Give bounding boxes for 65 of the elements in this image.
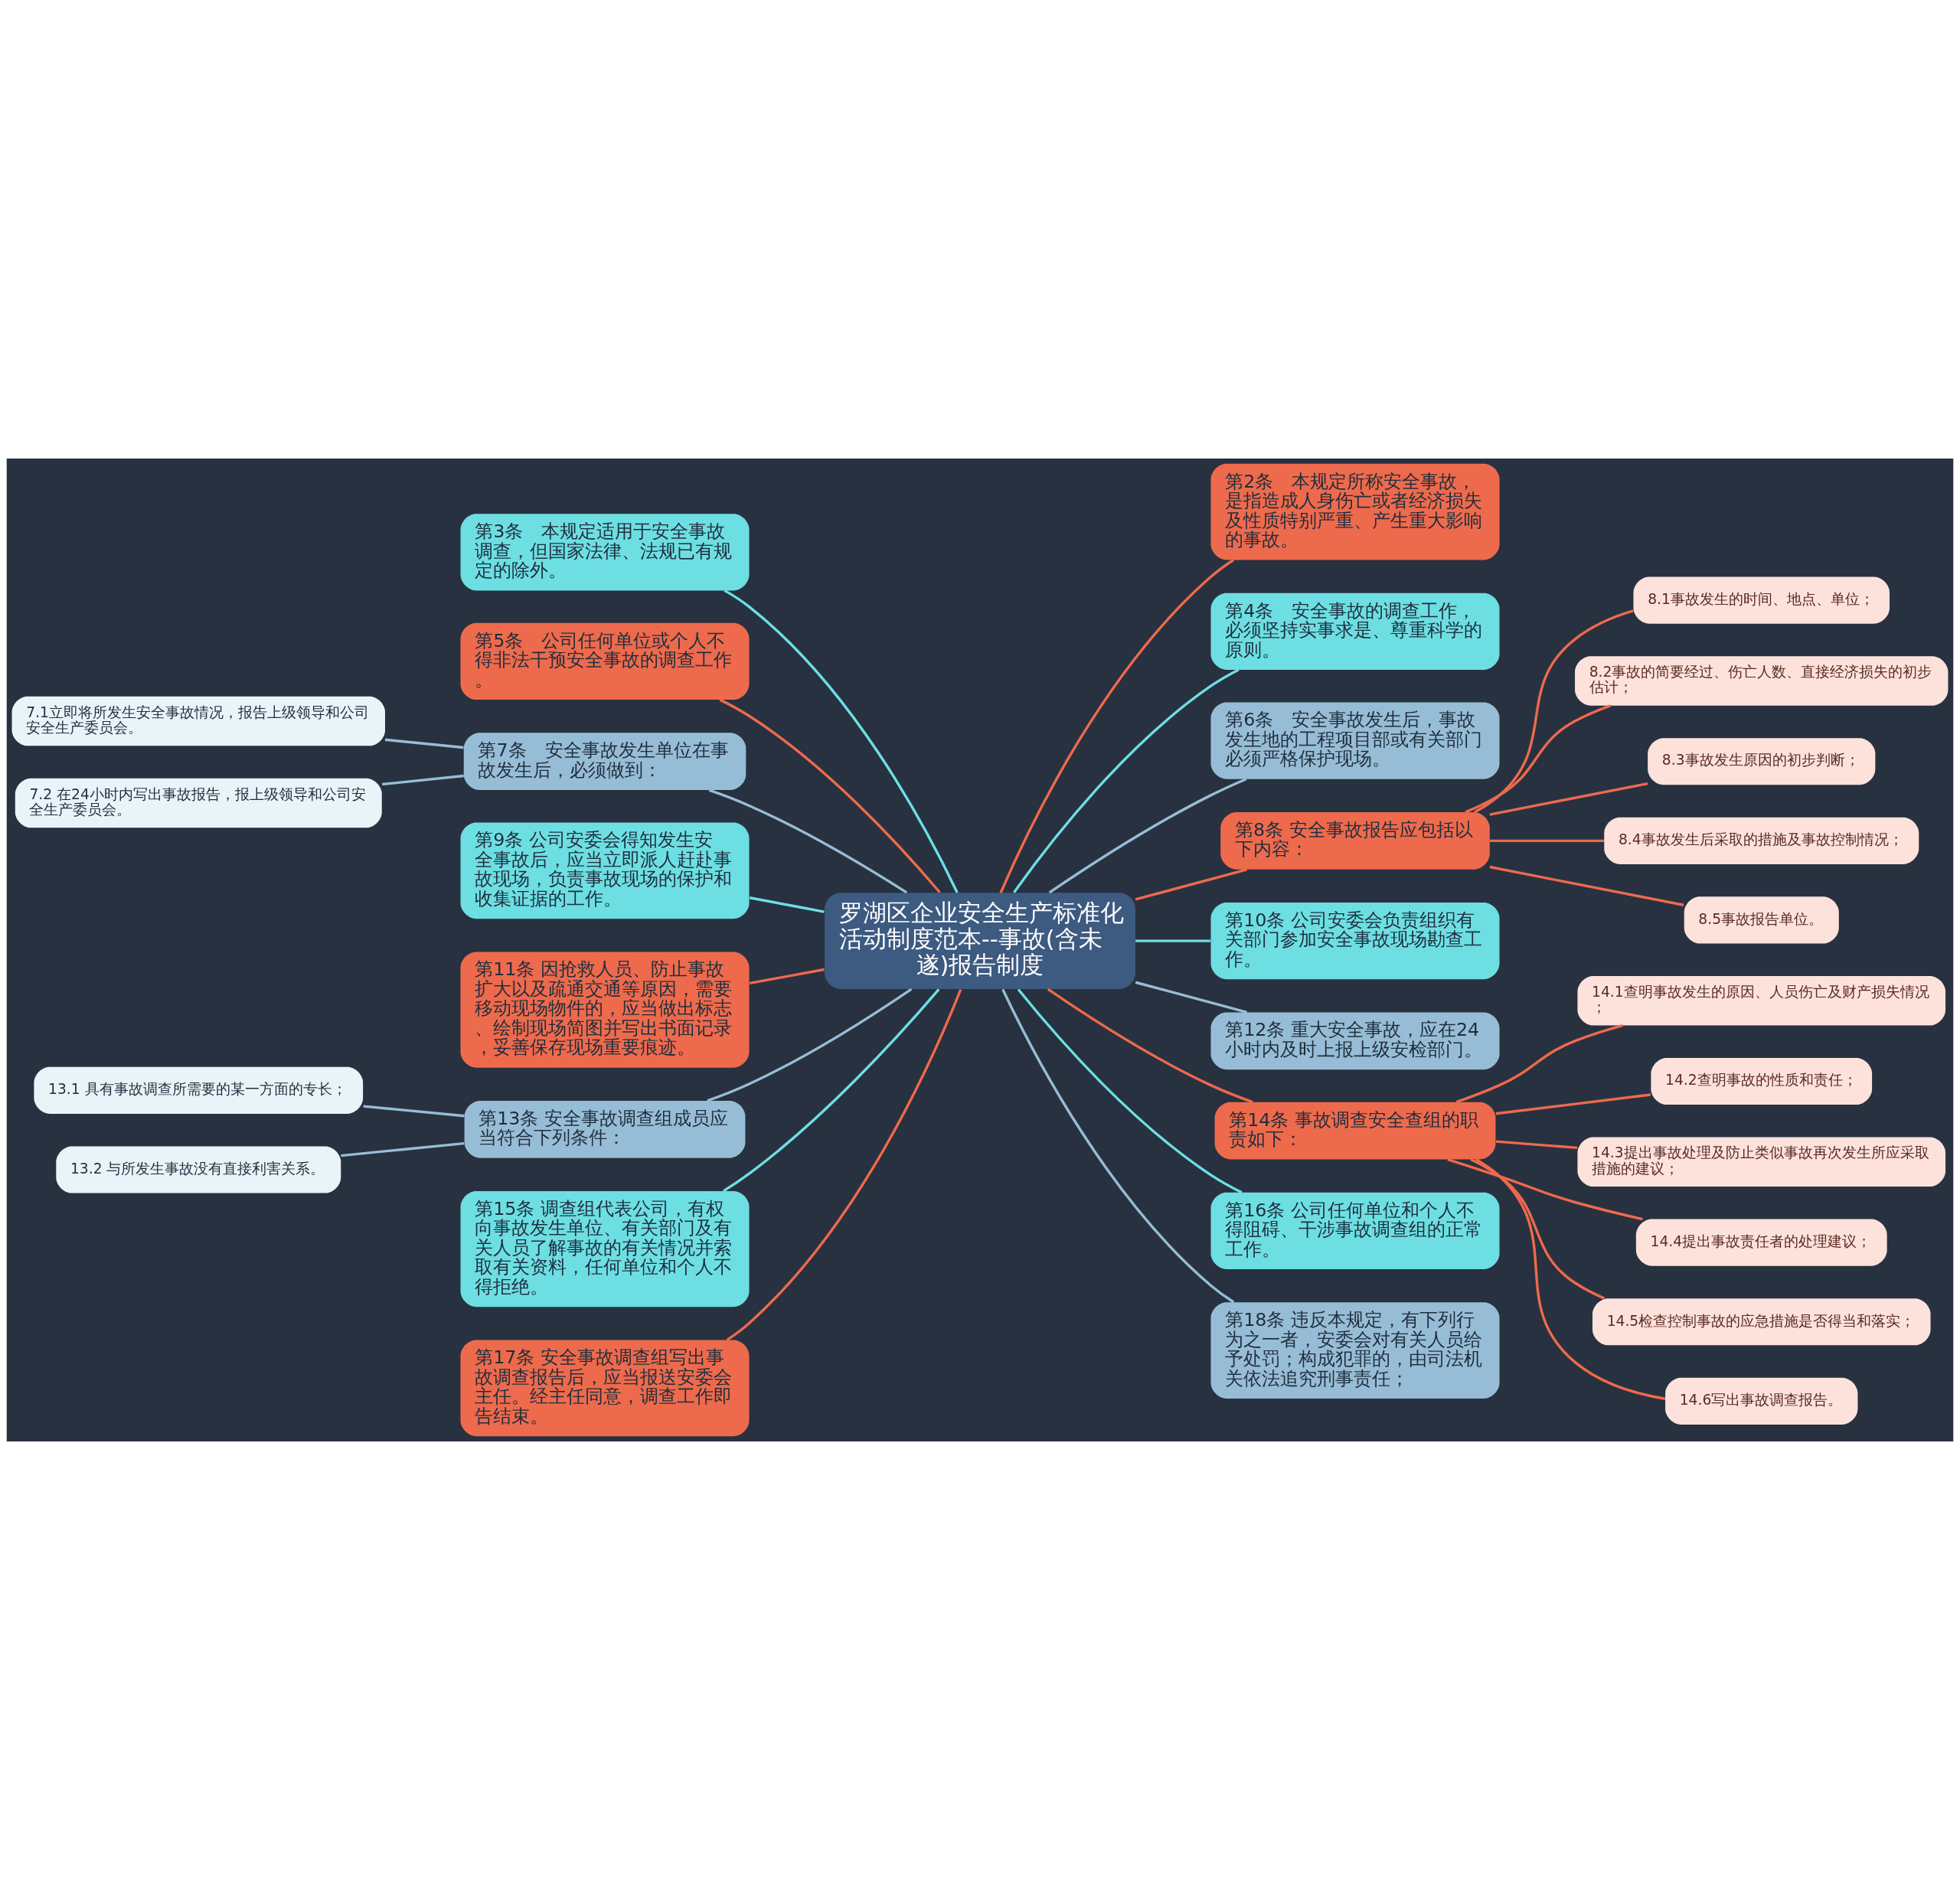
connector [341, 1141, 465, 1157]
node-box: 14.6写出事故调查报告。 [1665, 1377, 1858, 1425]
node-box: 第7条 安全事故发生单位在事故发生后，必须做到： [463, 733, 746, 791]
connector [719, 698, 941, 893]
connector [1017, 988, 1243, 1194]
node-box: 第8条 安全事故报告应包括以下内容： [1220, 811, 1490, 870]
node-box: 第17条 安全事故调查组写出事故调查报告后，应当报送安委会主任。经主任同意，调查工作即告结束。 [460, 1340, 750, 1437]
node-box: 第2条 本规定所称安全事故，是指造成人身伤亡或者经济损失及性质特别严重、产生重大影响的事故。 [1210, 463, 1500, 560]
node-box: 第5条 公司任何单位或个人不得非法干预安全事故的调查工作。 [460, 622, 750, 700]
connector [1495, 1140, 1578, 1150]
connector [1135, 981, 1247, 1014]
node-box: 第16条 公司任何单位和个人不得阻碍、干涉事故调查组的正常工作。 [1210, 1192, 1500, 1269]
connector [1013, 668, 1240, 893]
node-box: 7.2 在24小时内写出事故报告，报上级领导和公司安全生产委员会。 [15, 778, 382, 828]
connector [382, 774, 464, 786]
connector [1489, 839, 1604, 843]
connector [723, 988, 940, 1193]
connector [724, 589, 959, 893]
connector [749, 896, 825, 913]
connector [1135, 868, 1247, 901]
connector [1495, 1093, 1651, 1115]
node-box: 罗湖区企业安全生产标准化活动制度范本--事故(含未遂)报告制度 [825, 893, 1135, 989]
connector [707, 988, 913, 1102]
connector [1047, 988, 1253, 1104]
connector [1474, 609, 1634, 814]
node-box: 第3条 本规定适用于安全事故调查，但国家法律、法规已有规定的除外。 [460, 514, 750, 591]
node-box: 14.3提出事故处理及防止类似事故再次发生所应采取措施的建议； [1577, 1137, 1946, 1187]
node-box: 13.2 与所发生事故没有直接利害关系。 [56, 1146, 341, 1193]
connector [1489, 865, 1684, 906]
node-box: 8.2事故的简要经过、伤亡人数、直接经济损失的初步估计； [1575, 656, 1949, 706]
connector [749, 968, 825, 985]
node-box: 第13条 安全事故调查组成员应当符合下列条件： [464, 1101, 746, 1158]
connector [1489, 782, 1648, 816]
connector [708, 788, 908, 894]
connector [1001, 988, 1235, 1304]
node-box: 第15条 调查组代表公司，有权向事故发生单位、有关部门及有关人员了解事故的有关情况并索取有关资料，任何单位和个人不得拒绝。 [460, 1191, 750, 1307]
node-box: 第9条 公司安委会得知发生安全事故后，应当立即派人赶赴事故现场，负责事故现场的保护和收集证据的工作。 [460, 822, 750, 919]
node-box: 14.4提出事故责任者的处理建议； [1635, 1219, 1887, 1266]
node-box: 第11条 因抢救人员、防止事故扩大以及疏通交通等原因，需要移动现场物件的，应当做出标志、绘制现场简图并写出书面记录，妥善保存现场重要痕迹。 [460, 952, 750, 1068]
node-box: 14.5检查控制事故的应急措施是否得当和落实； [1592, 1298, 1931, 1346]
connector [1475, 1158, 1666, 1400]
node-box: 8.3事故发生原因的初步判断； [1648, 738, 1876, 785]
connector [363, 1105, 465, 1118]
connector [1447, 1157, 1643, 1221]
node-box: 第6条 安全事故发生后，事故发生地的工程项目部或有关部门必须严格保护现场。 [1210, 702, 1500, 779]
node-box: 13.1 具有事故调查所需要的某一方面的专长； [34, 1066, 364, 1114]
connector [1048, 778, 1247, 894]
connector [1465, 704, 1611, 814]
node-box: 8.1事故发生的时间、地点、单位； [1633, 576, 1890, 624]
connector [1470, 1158, 1606, 1300]
connector [384, 738, 464, 749]
connector [999, 559, 1234, 893]
node-box: 8.4事故发生后采取的措施及事故控制情况； [1604, 817, 1919, 864]
connector [1455, 1024, 1623, 1104]
node-box: 第14条 事故调查安全查组的职责如下： [1214, 1102, 1496, 1160]
node-box: 第10条 公司安委会负责组织有关部门参加安全事故现场勘查工作。 [1210, 903, 1500, 980]
node-box: 7.1立即将所发生安全事故情况，报告上级领导和公司安全生产委员会。 [11, 696, 385, 746]
node-box: 14.1查明事故发生的原因、人员伤亡及财产损失情况； [1577, 975, 1946, 1026]
node-box: 第12条 重大安全事故，应在24小时内及时上报上级安检部门。 [1210, 1012, 1500, 1070]
node-box: 8.5事故报告单位。 [1684, 896, 1839, 944]
node-box: 第18条 违反本规定，有下列行为之一者，安委会对有关人员给予处罚；构成犯罪的，由司法机关依法追究刑事责任； [1210, 1302, 1500, 1399]
connector [726, 988, 962, 1341]
connector [1135, 939, 1211, 942]
node-box: 第4条 安全事故的调查工作，必须坚持实事求是、尊重科学的原则。 [1210, 593, 1500, 670]
node-box: 14.2查明事故的性质和责任； [1651, 1057, 1873, 1105]
